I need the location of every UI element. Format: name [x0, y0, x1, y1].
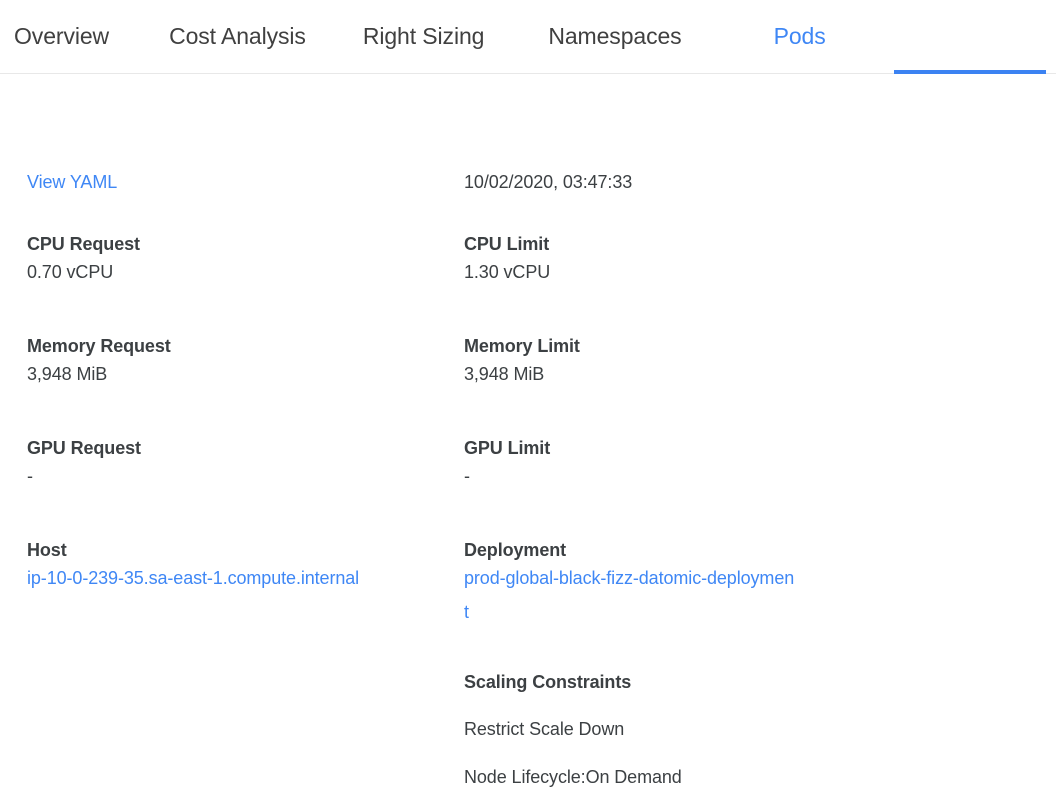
cpu-limit-label: CPU Limit: [464, 234, 550, 254]
field-host: Host ip-10-0-239-35.sa-east-1.compute.in…: [27, 539, 362, 595]
pod-timestamp: 10/02/2020, 03:47:33: [464, 172, 633, 192]
tab-list: Overview Cost Analysis Right Sizing Name…: [0, 0, 1056, 73]
deployment-link[interactable]: prod-global-black-fizz-datomic-deploymen…: [464, 568, 795, 622]
field-memory-request: Memory Request 3,948 MiB: [27, 335, 362, 391]
host-label: Host: [27, 540, 67, 560]
tab-bar: Overview Cost Analysis Right Sizing Name…: [0, 0, 1056, 74]
timestamp-row: 10/02/2020, 03:47:33: [464, 171, 632, 193]
memory-limit-label: Memory Limit: [464, 336, 580, 356]
field-scaling-constraints: Scaling Constraints Restrict Scale Down …: [464, 671, 799, 788]
field-cpu-limit: CPU Limit 1.30 vCPU: [464, 233, 799, 289]
tab-right-sizing[interactable]: Right Sizing: [363, 0, 485, 73]
tab-pods[interactable]: Pods: [774, 0, 826, 73]
gpu-request-label: GPU Request: [27, 438, 141, 458]
field-deployment: Deployment prod-global-black-fizz-datomi…: [464, 539, 799, 629]
cpu-request-value: 0.70 vCPU: [27, 262, 114, 282]
field-gpu-request: GPU Request -: [27, 437, 362, 493]
active-tab-indicator: [894, 70, 1046, 74]
memory-request-value: 3,948 MiB: [27, 364, 108, 384]
tab-namespaces[interactable]: Namespaces: [548, 0, 681, 73]
field-memory-limit: Memory Limit 3,948 MiB: [464, 335, 799, 391]
scaling-constraint-item: Node Lifecycle:On Demand: [464, 767, 682, 787]
scaling-constraints-spacer-2: [464, 740, 799, 766]
tab-cost-analysis-label: Cost Analysis: [169, 23, 306, 49]
memory-request-label: Memory Request: [27, 336, 171, 356]
gpu-request-value: -: [27, 466, 33, 486]
memory-limit-value: 3,948 MiB: [464, 364, 545, 384]
deployment-value: prod-global-black-fizz-datomic-deploymen…: [464, 561, 799, 629]
scaling-constraint-item: Restrict Scale Down: [464, 719, 625, 739]
view-yaml-link[interactable]: View YAML: [27, 172, 118, 192]
view-yaml-row: View YAML: [27, 171, 117, 193]
tab-overview[interactable]: Overview: [14, 0, 109, 73]
host-link[interactable]: ip-10-0-239-35.sa-east-1.compute.interna…: [27, 568, 360, 588]
tab-cost-analysis[interactable]: Cost Analysis: [169, 0, 306, 73]
cpu-request-label: CPU Request: [27, 234, 140, 254]
cpu-limit-value: 1.30 vCPU: [464, 262, 551, 282]
deployment-label: Deployment: [464, 540, 567, 560]
tab-right-sizing-label: Right Sizing: [362, 23, 485, 49]
tab-overview-label: Overview: [14, 23, 110, 49]
gpu-limit-value: -: [464, 466, 470, 486]
field-gpu-limit: GPU Limit -: [464, 437, 799, 493]
host-value: ip-10-0-239-35.sa-east-1.compute.interna…: [27, 561, 362, 595]
gpu-limit-label: GPU Limit: [464, 438, 551, 458]
scaling-constraints-spacer: [464, 693, 799, 718]
scaling-constraints-label: Scaling Constraints: [464, 672, 632, 692]
field-cpu-request: CPU Request 0.70 vCPU: [27, 233, 362, 289]
tab-namespaces-label: Namespaces: [548, 23, 682, 49]
tab-pods-label: Pods: [773, 23, 826, 49]
